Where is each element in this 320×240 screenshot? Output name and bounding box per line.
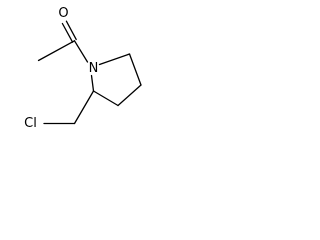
chlorine-label: Cl bbox=[24, 116, 37, 131]
carbonyl-double-bond-b bbox=[65, 20, 77, 41]
structural-formula: O N Cl bbox=[24, 6, 142, 131]
acetyl-methyl-bond bbox=[37, 40, 76, 62]
carbonyl-double-bond-a bbox=[61, 22, 74, 43]
ring-bond-c5-c4 bbox=[128, 53, 142, 86]
ring-bond-c2-n bbox=[90, 74, 95, 92]
ring-bond-c4-c3 bbox=[117, 84, 142, 107]
oxygen-label: O bbox=[58, 6, 68, 21]
ring-bond-c3-c2 bbox=[92, 90, 119, 107]
ring-bond-n-c5 bbox=[98, 53, 131, 66]
c2-methylene-bond bbox=[73, 90, 95, 125]
bonds bbox=[37, 20, 142, 125]
nitrogen-label: N bbox=[89, 61, 99, 76]
atom-labels: O N Cl bbox=[24, 6, 98, 131]
carbonyl-nitrogen-bond bbox=[73, 40, 89, 63]
